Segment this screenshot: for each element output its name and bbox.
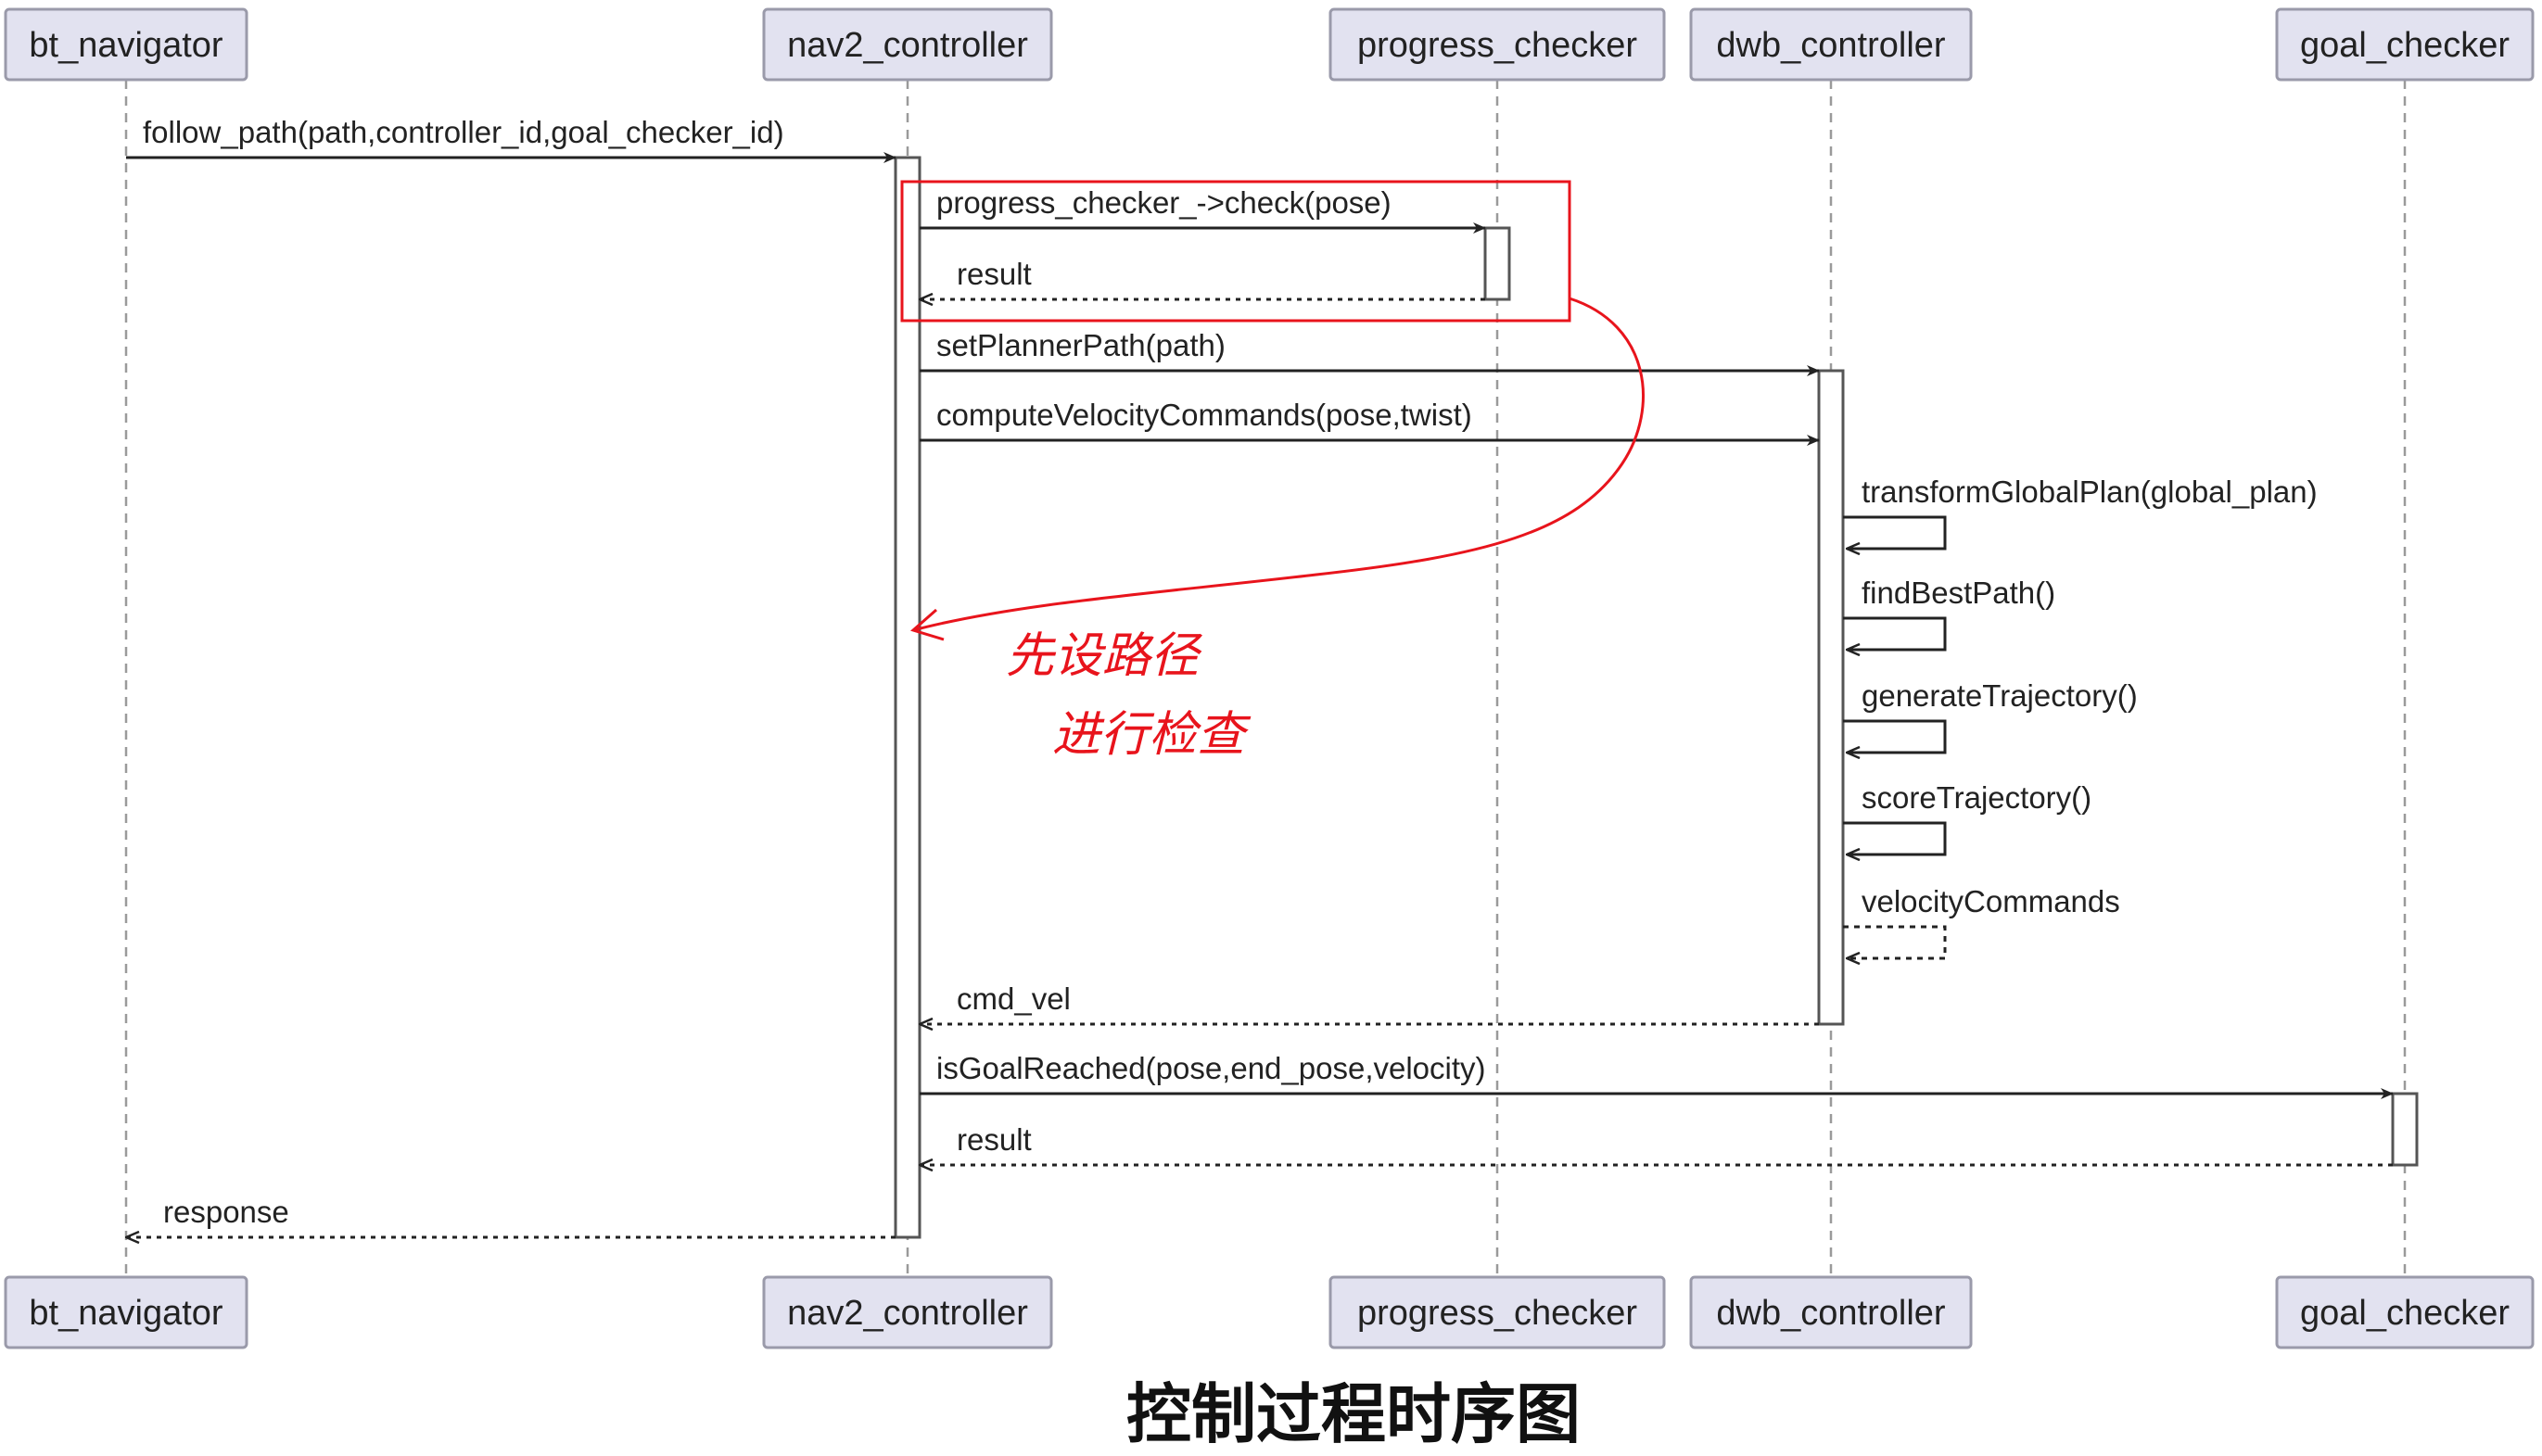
- participant-box: [1689, 7, 1973, 82]
- participant-goal_checker-bottom: goal_checker: [2275, 1275, 2535, 1349]
- participant-box: [4, 7, 248, 82]
- message-10: cmd_vel: [920, 981, 1819, 1024]
- participant-label: nav2_controller: [787, 1294, 1028, 1333]
- message-6: findBestPath(): [1843, 576, 2055, 650]
- message-label: response: [163, 1195, 289, 1229]
- participant-label: dwb_controller: [1716, 1294, 1945, 1333]
- message-0: follow_path(path,controller_id,goal_chec…: [126, 115, 896, 163]
- message-11: isGoalReached(pose,end_pose,velocity): [920, 1051, 2394, 1099]
- message-label: result: [957, 257, 1032, 291]
- participant-label: bt_navigator: [29, 26, 222, 65]
- participant-dwb_controller-top: dwb_controller: [1689, 7, 1973, 82]
- message-2: result: [920, 257, 1485, 299]
- participant-label: bt_navigator: [29, 1294, 222, 1333]
- message-label: cmd_vel: [957, 981, 1071, 1016]
- diagram-caption: 控制过程时序图: [1126, 1376, 1581, 1452]
- activation-goal_checker: [2391, 1092, 2419, 1167]
- message-3: setPlannerPath(path): [920, 328, 1820, 376]
- message-13: response: [126, 1195, 896, 1237]
- participant-box: [4, 1275, 248, 1349]
- self-message-arrow: [1843, 821, 1947, 855]
- participant-bt_navigator-top: bt_navigator: [4, 7, 248, 82]
- message-7: generateTrajectory(): [1843, 678, 2138, 753]
- participant-box: [2275, 7, 2535, 82]
- participant-bt_navigator-bottom: bt_navigator: [4, 1275, 248, 1349]
- annotation-arrow: [912, 297, 1645, 632]
- participant-nav2_controller-bottom: nav2_controller: [762, 1275, 1053, 1349]
- message-label: scoreTrajectory(): [1862, 780, 2091, 815]
- self-message-arrow: [1843, 616, 1947, 650]
- annotation-line-1: 先设路径: [1006, 628, 1202, 684]
- self-message-arrow: [1843, 925, 1947, 958]
- participant-box: [762, 7, 1053, 82]
- self-message-arrow: [1843, 719, 1947, 753]
- participant-box: [1328, 7, 1666, 82]
- message-8: scoreTrajectory(): [1843, 780, 2091, 855]
- activation-progress_checker: [1483, 226, 1511, 301]
- activation-nav2_controller: [894, 156, 921, 1239]
- self-message-arrow: [1843, 515, 1947, 549]
- participant-label: progress_checker: [1357, 26, 1637, 65]
- participant-label: progress_checker: [1357, 1294, 1637, 1333]
- participant-progress_checker-bottom: progress_checker: [1328, 1275, 1666, 1349]
- message-label: isGoalReached(pose,end_pose,velocity): [936, 1051, 1486, 1085]
- message-label: transformGlobalPlan(global_plan): [1862, 475, 2318, 509]
- participant-goal_checker-top: goal_checker: [2275, 7, 2535, 82]
- activation-dwb_controller: [1817, 369, 1845, 1026]
- message-4: computeVelocityCommands(pose,twist): [920, 398, 1820, 446]
- participant-box: [1689, 1275, 1973, 1349]
- message-label: result: [957, 1122, 1032, 1157]
- participant-label: dwb_controller: [1716, 26, 1945, 65]
- message-9: velocityCommands: [1843, 884, 2120, 958]
- participant-box: [1328, 1275, 1666, 1349]
- message-label: computeVelocityCommands(pose,twist): [936, 398, 1472, 432]
- annotation-line-2: 进行检查: [1052, 707, 1252, 763]
- highlight-box: [900, 180, 1571, 323]
- message-label: velocityCommands: [1862, 884, 2120, 918]
- message-5: transformGlobalPlan(global_plan): [1843, 475, 2318, 549]
- participant-label: goal_checker: [2300, 26, 2510, 65]
- handwritten-annotation: 先设路径 进行检查: [900, 180, 1645, 763]
- participant-nav2_controller-top: nav2_controller: [762, 7, 1053, 82]
- message-label: findBestPath(): [1862, 576, 2055, 610]
- participant-box: [762, 1275, 1053, 1349]
- participant-label: goal_checker: [2300, 1294, 2510, 1333]
- participant-label: nav2_controller: [787, 26, 1028, 65]
- message-label: follow_path(path,controller_id,goal_chec…: [143, 115, 784, 149]
- participant-box: [2275, 1275, 2535, 1349]
- participant-progress_checker-top: progress_checker: [1328, 7, 1666, 82]
- message-label: progress_checker_->check(pose): [936, 185, 1392, 220]
- message-label: setPlannerPath(path): [936, 328, 1226, 362]
- message-1: progress_checker_->check(pose): [920, 185, 1486, 234]
- message-label: generateTrajectory(): [1862, 678, 2138, 713]
- participant-dwb_controller-bottom: dwb_controller: [1689, 1275, 1973, 1349]
- message-12: result: [920, 1122, 2393, 1165]
- annotation-arrowhead: [909, 608, 945, 641]
